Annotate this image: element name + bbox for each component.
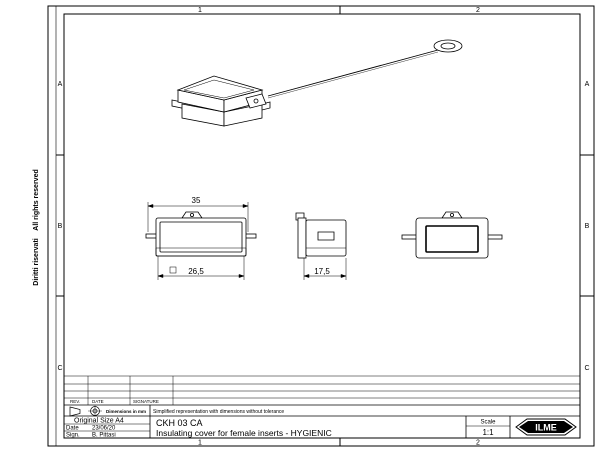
rev-header-date: DATE [92,399,104,404]
column-label-bottom-2: 2 [476,440,480,447]
dimensions-in-mm-label: Dimensions in mm [106,409,146,414]
dimension-depth-value: 17,5 [314,267,330,276]
front-body-inner [159,221,243,253]
dimension-square-value: 26,5 [188,267,204,276]
row-label-left-b: B [58,223,63,230]
side-note-diritti: Diritti riservati [33,238,40,286]
date-value: 23/06/20 [92,426,116,432]
side-note-rights: All rights reserved [33,169,40,230]
side-pin [317,231,335,241]
dimension-width-arrows [147,204,249,208]
rear-view [401,211,503,259]
logo-fill [519,421,573,433]
rear-opening [425,225,479,253]
row-label-left-c: C [57,365,62,372]
rev-header-signature: SIGNATURE [133,399,159,404]
isometric-view [171,39,463,127]
ilme-logo: ILME [515,418,577,436]
original-size-label: Original Size A4 [74,418,124,425]
date-label: Date [66,426,79,432]
projection-cone [69,406,81,417]
row-label-right-a: A [585,81,590,88]
row-label-right-c: C [584,365,589,372]
front-view [145,211,257,257]
rear-top-tab-hole [449,212,454,217]
representation-note: Simplified representation with dimension… [153,409,284,415]
sign-label: Sign. [66,433,80,439]
dimension-depth [303,258,347,280]
front-body [155,217,247,257]
logo-text: ILME [535,423,557,433]
top-tab-hole [189,212,194,217]
sign-value: B. Pittasi [92,433,116,439]
column-label-bottom-1: 1 [198,440,202,447]
part-description: Insulating cover for female inserts - HY… [156,428,332,438]
ring-terminal-hole [440,42,456,50]
lanyard-cable-edge [267,51,439,99]
square-symbol-icon [169,266,177,274]
title-block [64,405,580,438]
outer-frame [47,5,595,447]
row-label-right-b: B [585,223,590,230]
rev-header-rev: REV. [70,399,80,404]
dimension-width-value: 35 [192,196,201,205]
dimension-width [147,202,249,232]
column-label-top-1: 1 [198,7,202,14]
dimension-depth-arrows [303,274,347,278]
part-code: CKH 03 CA [156,418,203,428]
dimension-square [157,256,245,280]
lanyard-cable [267,49,439,97]
inner-frame [63,13,581,439]
side-flange [297,217,307,259]
scale-label: Scale [480,420,496,426]
lug-hole [253,98,259,104]
projection-symbol-icon [69,405,102,417]
front-flange [155,247,247,257]
column-label-top-2: 2 [476,7,480,14]
scale-value: 1:1 [482,428,494,437]
row-label-left-a: A [58,81,63,88]
cover-top-bevel [183,79,255,99]
side-view [295,212,347,259]
dimension-square-arrows [157,274,245,278]
cover-top-face [176,75,264,101]
